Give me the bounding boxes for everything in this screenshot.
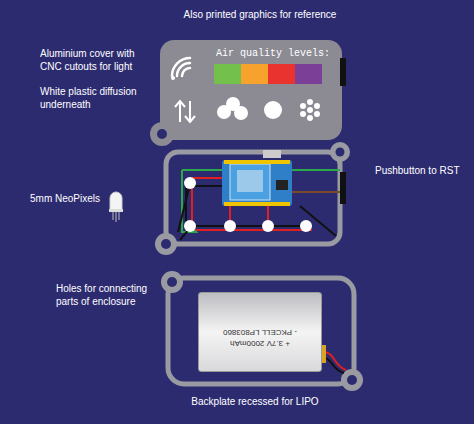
panel-heading: Air quality levels: xyxy=(216,47,336,61)
particle-icons xyxy=(217,97,320,121)
heading-note: Also printed graphics for reference xyxy=(150,9,370,22)
lipo-battery: + 3.7V 2000mAh- PKCELL LP803860 xyxy=(198,292,322,372)
colour-bars xyxy=(214,64,322,84)
backplate xyxy=(161,271,363,391)
pushbutton xyxy=(340,58,346,86)
arrows-icon xyxy=(175,101,195,122)
callout-text: Pushbutton to RST xyxy=(375,165,470,178)
pcb-enclosure xyxy=(155,142,350,255)
callout-text: White plastic diffusion underneath xyxy=(40,86,150,111)
aluminium-cover xyxy=(150,40,346,146)
callout-text: Backplate recessed for LIPO xyxy=(145,396,365,409)
callout-text: Holes for connecting parts of enclosure xyxy=(56,283,166,308)
callout-text: 5mm NeoPixels xyxy=(30,193,108,206)
callout-text: Aluminium cover with CNC cutouts for lig… xyxy=(40,48,158,73)
battery-print: + 3.7V 2000mAh xyxy=(205,338,315,349)
neopixel-led xyxy=(109,192,123,222)
wifi-icon xyxy=(172,58,190,76)
display-panel: Air quality levels: xyxy=(160,40,342,140)
battery-print: - PKCELL LP803860 xyxy=(205,327,315,338)
